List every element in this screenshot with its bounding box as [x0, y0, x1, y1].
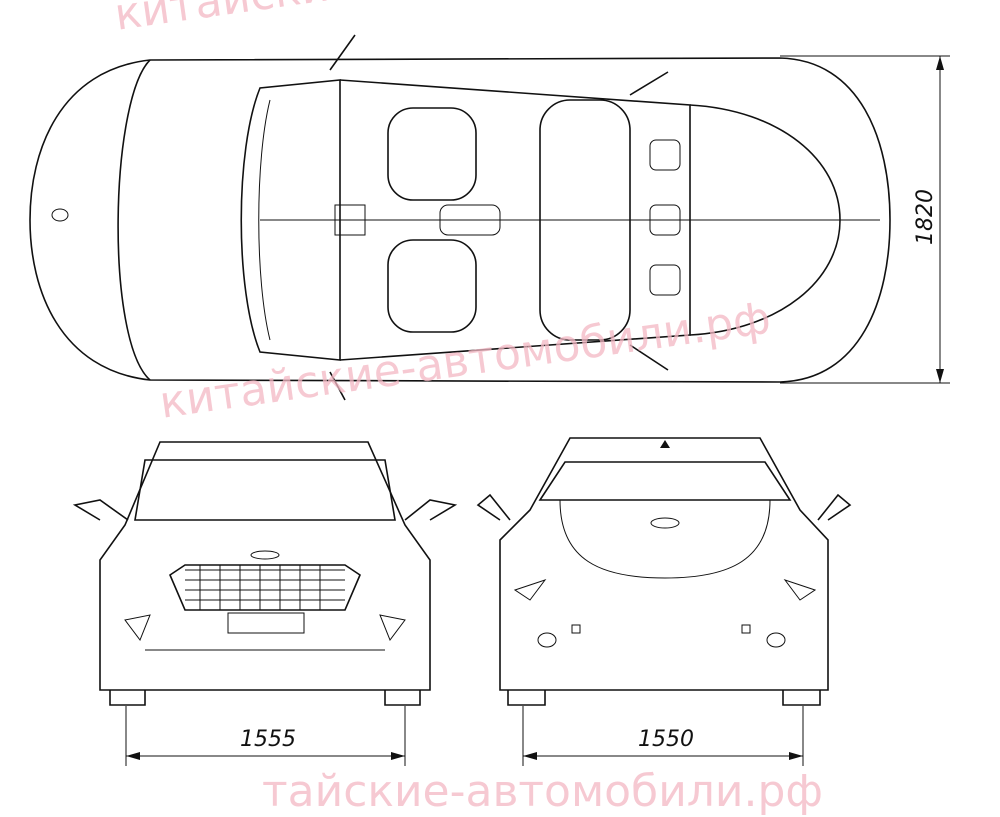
rear-track-label: 1550 — [638, 727, 694, 752]
rear-track-dimension — [522, 706, 804, 766]
top-view — [29, 34, 891, 401]
watermark-bottom: тайские-автомобили.рф — [262, 766, 824, 817]
front-view — [72, 441, 458, 706]
front-track-label: 1555 — [240, 727, 296, 752]
front-track-dimension — [125, 706, 406, 766]
rear-view — [476, 437, 852, 706]
width-dimension — [780, 55, 950, 384]
width-label: 1820 — [913, 189, 938, 245]
